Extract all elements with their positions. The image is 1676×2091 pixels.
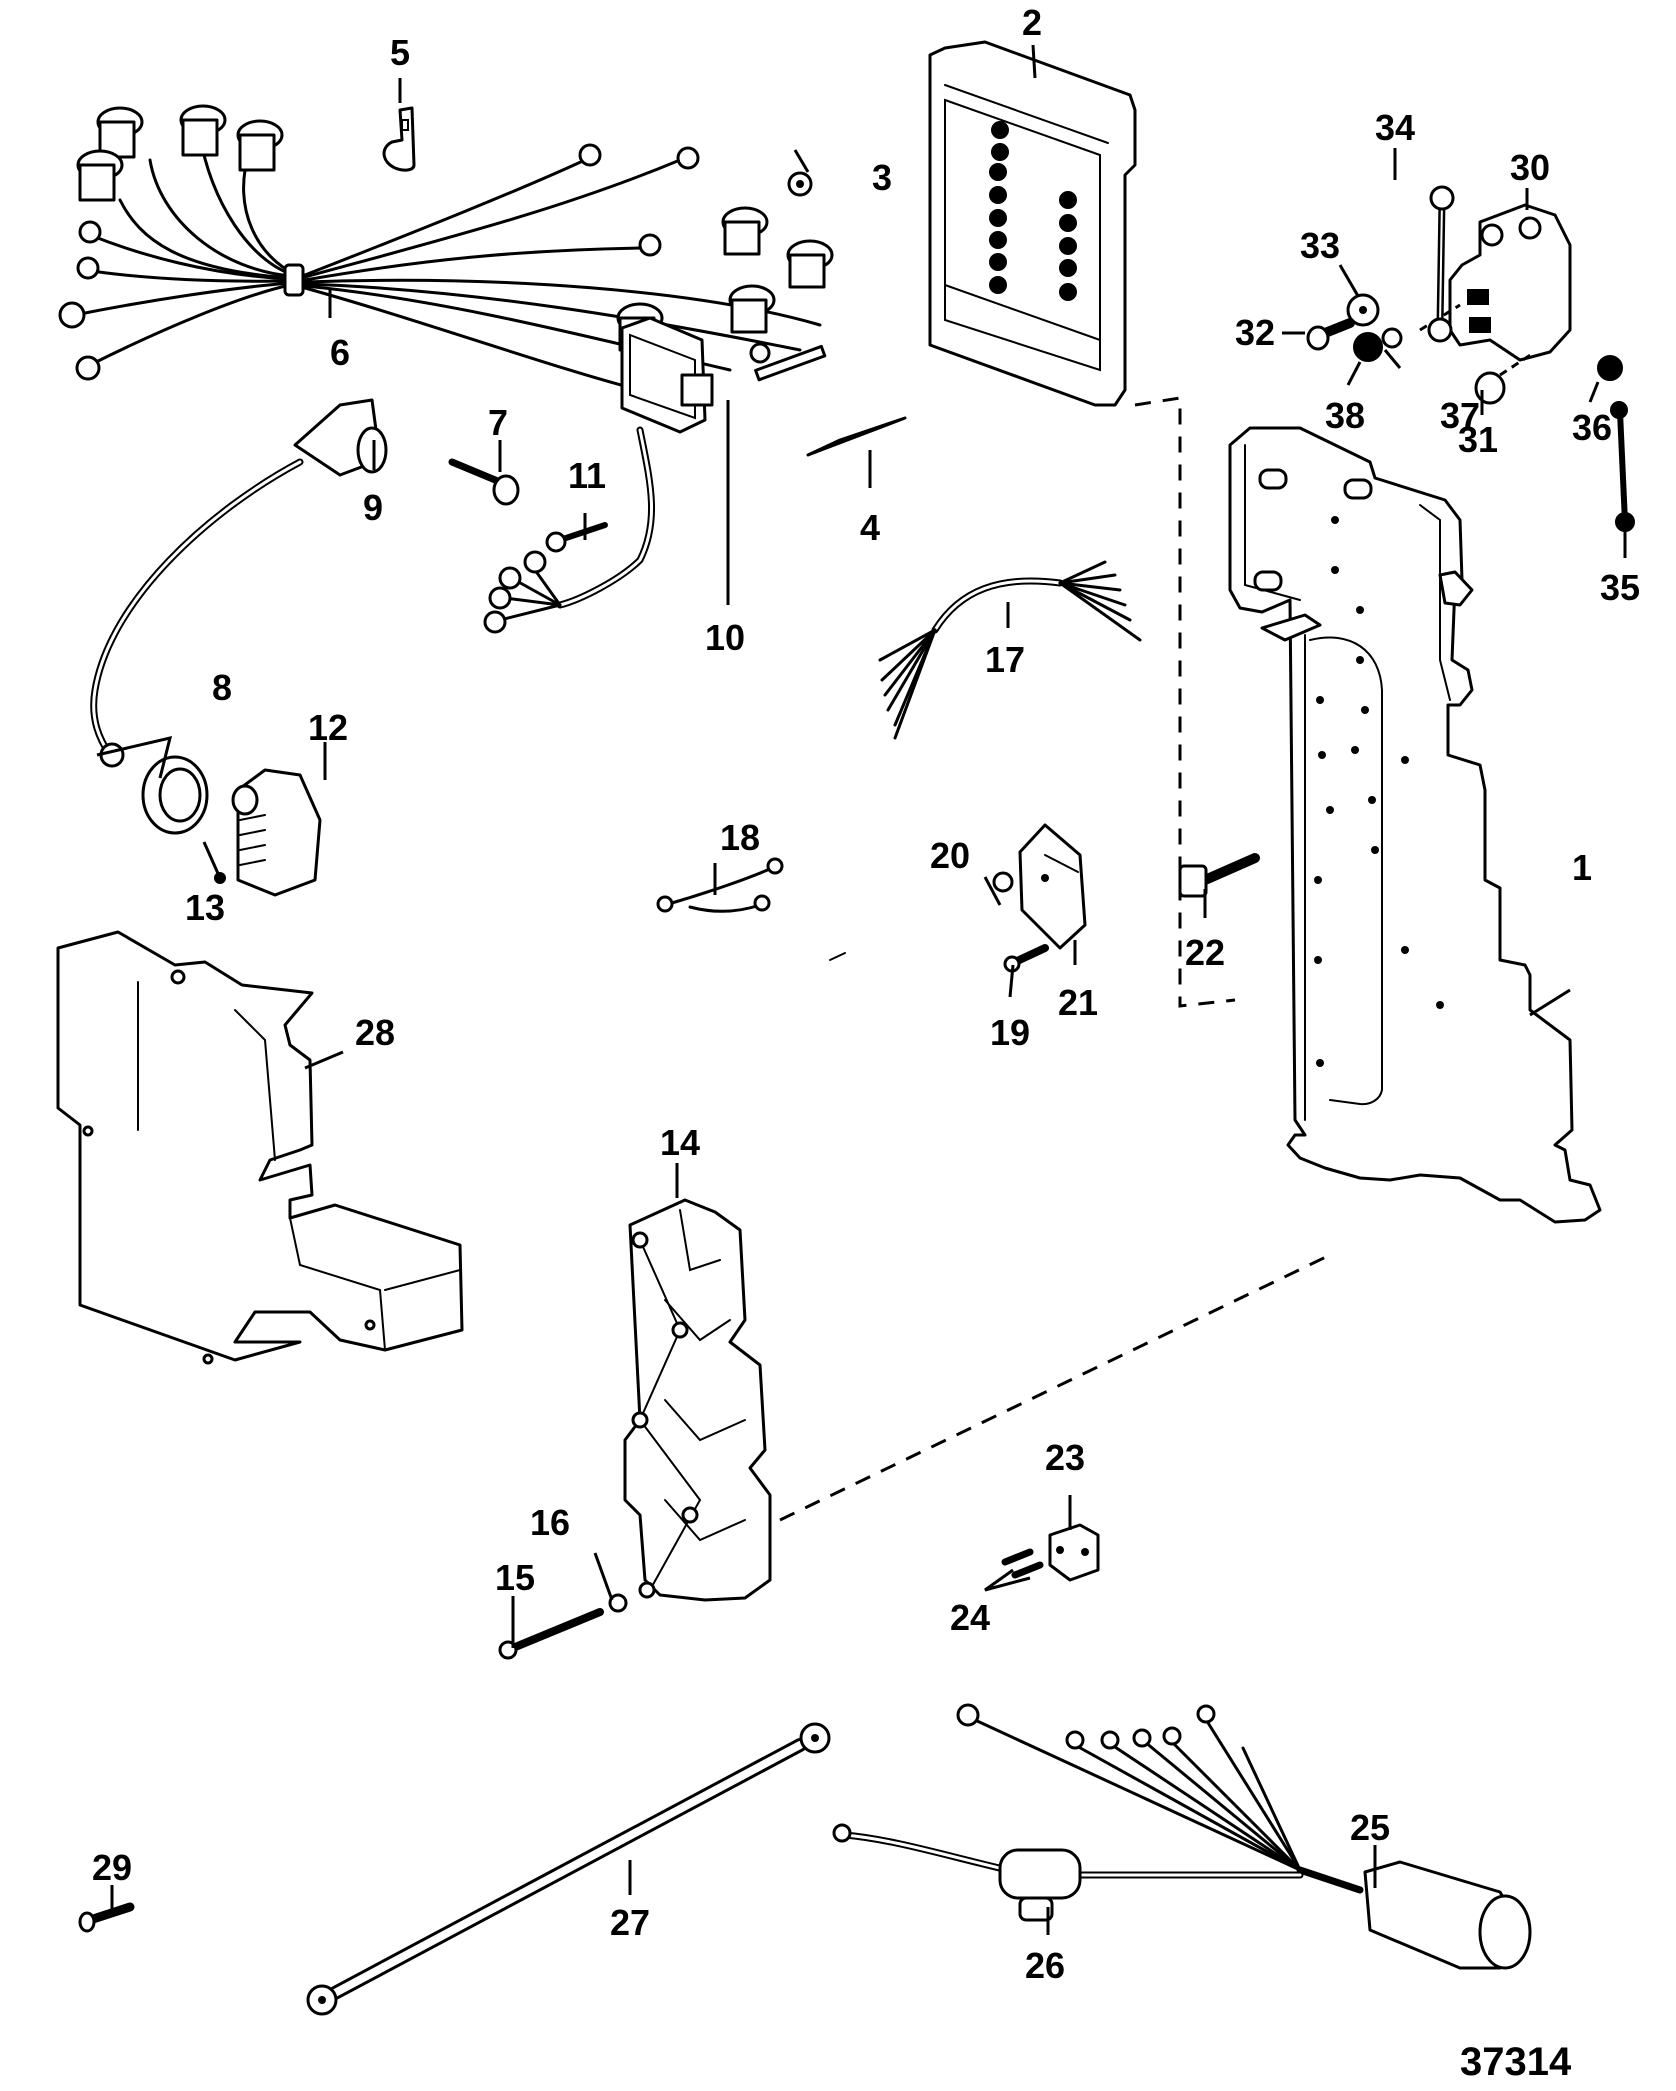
callout-labels: 1 2 3 4 5 6 7 8 9 10 11 12 13 14 15 16 1… bbox=[92, 2, 1640, 1986]
part-36-nut[interactable] bbox=[1597, 355, 1623, 381]
part-22-bolt[interactable] bbox=[1178, 853, 1260, 898]
callout-26[interactable]: 26 bbox=[1025, 1945, 1065, 1986]
callout-34[interactable]: 34 bbox=[1375, 107, 1415, 148]
part-15-screw[interactable] bbox=[498, 1608, 604, 1660]
part-35-lead[interactable] bbox=[1610, 401, 1635, 532]
callout-6[interactable]: 6 bbox=[330, 332, 350, 373]
callout-22[interactable]: 22 bbox=[1185, 932, 1225, 973]
part-38-nut[interactable] bbox=[1353, 332, 1383, 362]
callout-5[interactable]: 5 bbox=[390, 32, 410, 73]
callout-28[interactable]: 28 bbox=[355, 1012, 395, 1053]
part-21-rectifier[interactable] bbox=[1018, 823, 1087, 950]
callout-leaders bbox=[96, 44, 1627, 1935]
callout-2[interactable]: 2 bbox=[1022, 2, 1042, 43]
part-24-screws[interactable] bbox=[1001, 1548, 1044, 1579]
part-10-voltage-regulator[interactable] bbox=[483, 316, 714, 634]
part-29-screw[interactable] bbox=[78, 1902, 135, 1933]
part-6-wiring-harness[interactable] bbox=[58, 104, 834, 392]
part-33-washer[interactable] bbox=[1346, 293, 1380, 327]
callout-13[interactable]: 13 bbox=[185, 887, 225, 928]
part-9-spark-plug-boot[interactable] bbox=[293, 398, 388, 477]
callout-15[interactable]: 15 bbox=[495, 1557, 535, 1598]
part-14-ignition-coil-assembly[interactable] bbox=[623, 1198, 772, 1602]
callout-12[interactable]: 12 bbox=[308, 707, 348, 748]
callout-23[interactable]: 23 bbox=[1045, 1437, 1085, 1478]
callout-35[interactable]: 35 bbox=[1600, 567, 1640, 608]
callout-25[interactable]: 25 bbox=[1350, 1807, 1390, 1848]
callout-7[interactable]: 7 bbox=[488, 402, 508, 443]
callout-21[interactable]: 21 bbox=[1058, 982, 1098, 1023]
part-27-battery-cable[interactable] bbox=[306, 1722, 831, 2016]
part-1-mounting-plate[interactable] bbox=[1228, 426, 1602, 1224]
callout-4[interactable]: 4 bbox=[860, 507, 880, 548]
callout-27[interactable]: 27 bbox=[610, 1902, 650, 1943]
part-20-nut[interactable] bbox=[992, 871, 1014, 893]
callout-30[interactable]: 30 bbox=[1510, 147, 1550, 188]
part-4-screw[interactable] bbox=[749, 342, 907, 457]
part-23-clamp[interactable] bbox=[1048, 1523, 1100, 1582]
part-7-spark-plug[interactable] bbox=[448, 458, 520, 506]
callout-38[interactable]: 38 bbox=[1325, 395, 1365, 436]
callout-8[interactable]: 8 bbox=[212, 667, 232, 708]
callout-31[interactable]: 31 bbox=[1458, 419, 1498, 460]
alignment-line-switch-box bbox=[1134, 396, 1236, 1008]
part-5-j-clip[interactable] bbox=[382, 106, 416, 172]
part-28-electrical-cover[interactable] bbox=[56, 930, 464, 1365]
callout-9[interactable]: 9 bbox=[363, 487, 383, 528]
part-17-harness-jumper[interactable] bbox=[878, 560, 1142, 740]
figure-number: 37314 bbox=[1460, 2040, 1572, 2084]
part-30-starter-solenoid[interactable] bbox=[1419, 203, 1572, 362]
callout-36[interactable]: 36 bbox=[1572, 407, 1612, 448]
part-26-fuse-holder[interactable] bbox=[832, 1823, 1304, 1922]
callout-10[interactable]: 10 bbox=[705, 617, 745, 658]
part-3-nut[interactable] bbox=[787, 171, 813, 197]
part-32-screw[interactable] bbox=[1306, 318, 1355, 351]
callout-20[interactable]: 20 bbox=[930, 835, 970, 876]
callout-3[interactable]: 3 bbox=[872, 157, 892, 198]
part-12-coil[interactable] bbox=[231, 768, 322, 897]
callout-16[interactable]: 16 bbox=[530, 1502, 570, 1543]
part-34-lead[interactable] bbox=[1427, 185, 1455, 343]
callout-11[interactable]: 11 bbox=[568, 455, 606, 496]
callout-14[interactable]: 14 bbox=[660, 1122, 700, 1163]
callout-32[interactable]: 32 bbox=[1235, 312, 1275, 353]
callout-19[interactable]: 19 bbox=[990, 1012, 1030, 1053]
callout-17[interactable]: 17 bbox=[985, 639, 1025, 680]
callout-1[interactable]: 1 bbox=[1572, 847, 1592, 888]
part-2-switch-box[interactable] bbox=[928, 40, 1137, 407]
callout-33[interactable]: 33 bbox=[1300, 225, 1340, 266]
part-11-screw[interactable] bbox=[545, 522, 608, 553]
part-18-ground-lead[interactable] bbox=[656, 857, 784, 913]
callout-24[interactable]: 24 bbox=[950, 1597, 990, 1638]
part-25-engine-harness-connector[interactable] bbox=[956, 1703, 1532, 1970]
part-16-washer[interactable] bbox=[608, 1593, 628, 1613]
alignment-line-coil-pack bbox=[779, 1253, 1331, 1522]
callout-29[interactable]: 29 bbox=[92, 1847, 132, 1888]
callout-37[interactable]: 37 bbox=[1440, 395, 1480, 436]
callout-18[interactable]: 18 bbox=[720, 817, 760, 858]
part-37-washer[interactable] bbox=[1381, 327, 1403, 349]
